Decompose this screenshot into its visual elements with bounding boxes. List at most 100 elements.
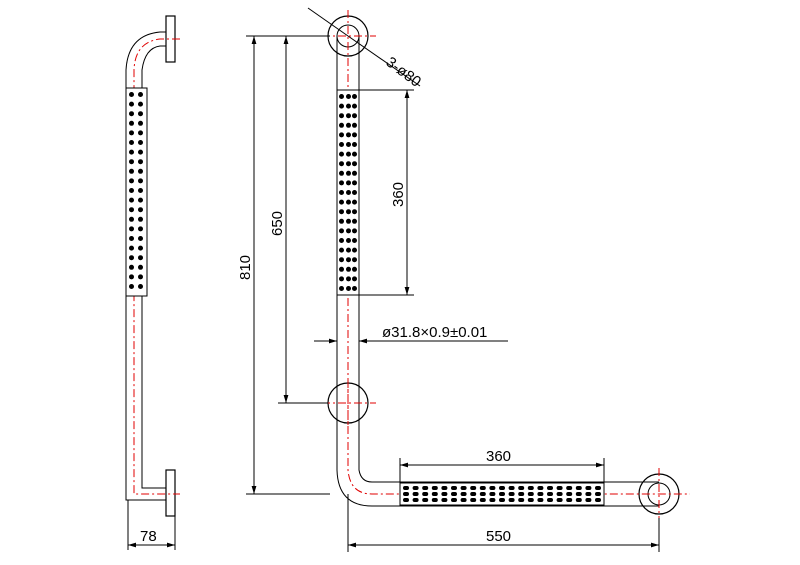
grip-knurl — [412, 498, 419, 502]
grip-knurl — [518, 498, 525, 502]
grip-knurl — [566, 486, 573, 490]
front-centerline — [347, 10, 690, 495]
grip-knurl — [346, 142, 351, 147]
dim-side-offset: 78 — [140, 528, 157, 545]
grip-knurl — [508, 492, 515, 496]
side-centerline — [133, 38, 180, 495]
grip-knurl — [346, 103, 351, 109]
grip-knurl — [129, 159, 134, 165]
grip-knurl — [138, 236, 143, 241]
grip-knurl — [339, 180, 344, 186]
grip-knurl — [518, 492, 525, 496]
side-bottom-flange — [165, 469, 176, 517]
grip-knurl — [129, 149, 134, 155]
grip-knurl — [556, 492, 563, 496]
grip-knurl — [129, 264, 134, 270]
dim-holes: 3-ø80 — [383, 54, 425, 91]
grip-knurl — [352, 286, 357, 291]
grip-knurl — [585, 498, 592, 502]
grip-knurl — [422, 486, 429, 490]
dim-vertical-grip: 360 — [390, 182, 407, 207]
grip-knurl — [547, 486, 553, 490]
grip-knurl — [431, 486, 438, 490]
grip-knurl — [129, 120, 134, 126]
grip-knurl — [129, 274, 134, 280]
grip-knurl — [129, 284, 134, 289]
grip-knurl — [129, 245, 134, 251]
grip-knurl — [451, 498, 457, 502]
grip-knurl — [352, 132, 357, 138]
grip-knurl — [352, 218, 357, 224]
grip-knurl — [129, 130, 134, 136]
side-view: 78 — [125, 15, 180, 550]
grip-knurl — [499, 498, 505, 502]
grip-knurl — [138, 101, 143, 107]
grip-knurl — [470, 486, 477, 490]
side-grip-texture — [125, 87, 148, 297]
grip-knurl — [508, 486, 515, 490]
grip-knurl — [339, 94, 344, 99]
grip-knurl — [352, 247, 357, 253]
grip-knurl — [339, 170, 344, 176]
grip-knurl — [138, 226, 143, 232]
grip-knurl — [346, 266, 351, 272]
grip-knurl — [441, 486, 448, 490]
grip-knurl — [352, 122, 357, 128]
grip-knurl — [346, 113, 351, 119]
grip-knurl — [346, 151, 351, 157]
grip-knurl — [129, 216, 134, 222]
grip-knurl — [346, 238, 351, 243]
grip-knurl — [575, 492, 582, 496]
grip-knurl — [441, 498, 448, 502]
front-tube-outline — [336, 36, 659, 507]
grip-knurl — [138, 197, 143, 203]
grip-knurl — [352, 228, 357, 234]
grip-knurl — [138, 264, 143, 270]
grip-knurl — [138, 207, 143, 213]
grip-knurl — [575, 498, 582, 502]
grip-knurl — [412, 492, 419, 496]
grip-knurl — [499, 486, 505, 490]
grip-knurl — [352, 103, 357, 109]
grip-knurl — [339, 228, 344, 234]
grip-knurl — [138, 255, 143, 261]
grip-knurl — [138, 92, 143, 97]
grip-knurl — [346, 247, 351, 253]
grip-knurl — [595, 498, 601, 502]
grip-knurl — [339, 266, 344, 272]
grip-knurl — [129, 207, 134, 213]
grip-knurl — [352, 170, 357, 176]
dim-flange-spacing: 650 — [269, 211, 286, 236]
grip-knurl — [339, 161, 344, 167]
grip-knurl — [129, 236, 134, 241]
grip-knurl — [138, 168, 143, 174]
grip-knurl — [479, 492, 486, 496]
grip-knurl — [422, 492, 429, 496]
grip-knurl — [537, 492, 544, 496]
grip-knurl — [339, 238, 344, 243]
grip-knurl — [138, 159, 143, 165]
grip-knurl — [556, 486, 563, 490]
grip-knurl — [339, 103, 344, 109]
grip-knurl — [352, 190, 357, 195]
grip-knurl — [547, 498, 553, 502]
grip-knurl — [138, 188, 143, 193]
grip-knurl — [129, 226, 134, 232]
grip-knurl — [339, 132, 344, 138]
grip-knurl — [129, 168, 134, 174]
grip-knurl — [470, 492, 477, 496]
grip-knurl — [479, 486, 486, 490]
grip-knurl — [339, 142, 344, 147]
grip-knurl — [352, 238, 357, 243]
grip-knurl — [518, 486, 525, 490]
grip-knurl — [346, 132, 351, 138]
grip-knurl — [352, 180, 357, 186]
grip-knurl — [138, 111, 143, 117]
grip-knurl — [489, 492, 496, 496]
grip-knurl — [346, 199, 351, 205]
grip-knurl — [460, 486, 467, 490]
dim-total-length: 550 — [486, 528, 511, 545]
grip-knurl — [352, 142, 357, 147]
grip-knurl — [527, 486, 534, 490]
